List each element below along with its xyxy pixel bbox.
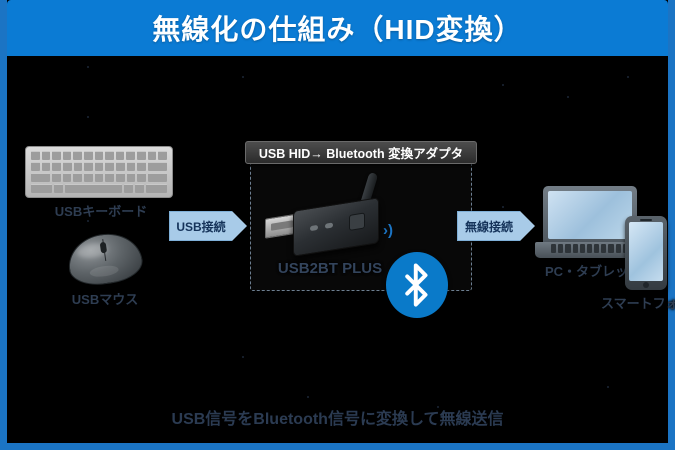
mouse-icon [64, 229, 146, 289]
dongle-body-icon [293, 197, 379, 257]
signal-waves-icon: ›) [383, 222, 393, 239]
title-bar: 無線化の仕組み（HID変換） [7, 0, 668, 56]
arrow-usb-connection-label: USB接続 [176, 219, 226, 234]
arrow-wireless-connection: 無線接続 [457, 211, 535, 241]
adapter-device-name: USB2BT PLUS [277, 260, 383, 277]
source-mouse-label: USBマウス [71, 292, 139, 307]
adapter-device: ›) USB2BT PLUS [265, 171, 395, 277]
laptop-icon [535, 186, 651, 264]
adapter-panel-title: USB HID→ Bluetooth 変換アダプタ [245, 141, 477, 164]
footer-caption: USB信号をBluetooth信号に変換して無線送信 [171, 411, 504, 428]
arrow-head-icon [232, 211, 247, 241]
arrow-wireless-connection-label: 無線接続 [464, 219, 513, 234]
arrow-usb-connection: USB接続 [169, 211, 247, 241]
diagram-stage: USBキーボード USBマウス USB接続 USB HID→ Bluetooth… [7, 56, 675, 443]
page-title: 無線化の仕組み（HID変換） [152, 14, 523, 45]
source-mouse: USBマウス [59, 229, 151, 308]
target-pc-tablet: PC・タブレット [535, 186, 651, 280]
target-pc-tablet-label: PC・タブレット [544, 264, 642, 279]
source-keyboard: USBキーボード [25, 146, 177, 220]
target-smartphone: スマートフォン [601, 216, 675, 312]
smartphone-icon [625, 216, 667, 290]
arrow-head-icon [520, 211, 535, 241]
source-keyboard-label: USBキーボード [54, 204, 148, 219]
bluetooth-icon [386, 252, 448, 318]
keyboard-icon [25, 146, 173, 198]
target-smartphone-label: スマートフォン [601, 296, 675, 311]
